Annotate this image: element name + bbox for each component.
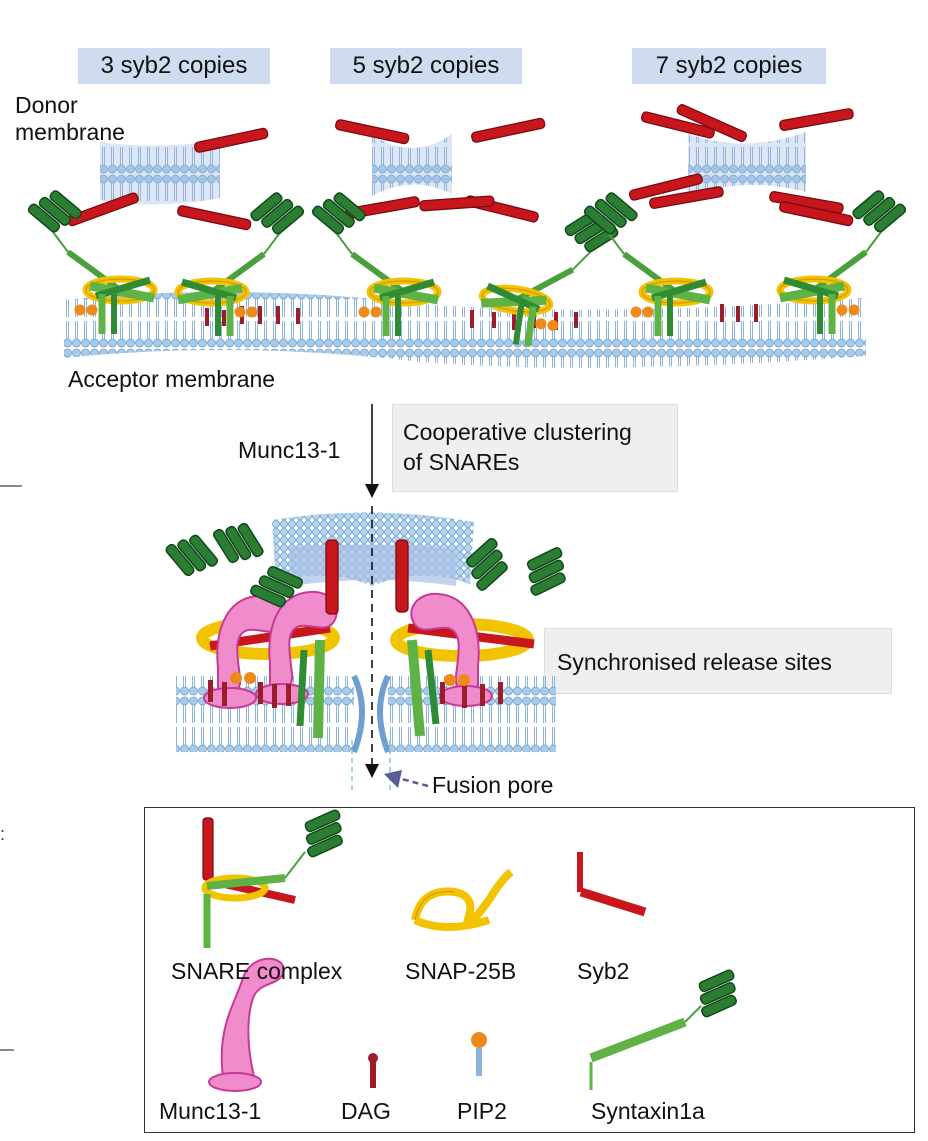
munc13-process-label: Munc13-1 <box>238 437 341 463</box>
donor-patch-3 <box>628 102 855 227</box>
legend-dag-label: DAG <box>341 1098 391 1124</box>
legend-box: SNARE complex SNAP-25B Syb2 Munc13-1 DAG… <box>144 807 915 1133</box>
legend-syntaxin-label: Syntaxin1a <box>591 1098 705 1124</box>
legend-pip2-label: PIP2 <box>457 1098 507 1124</box>
fusion-diagram <box>163 506 575 790</box>
legend-dag-icon <box>368 1053 378 1088</box>
edge-glyph: : <box>0 824 5 844</box>
legend-syb2-label: Syb2 <box>577 958 630 984</box>
cooperative-clustering-box: Cooperative clustering of SNAREs <box>392 404 678 492</box>
legend-pip2-icon <box>471 1032 487 1076</box>
legend-snare-complex-label: SNARE complex <box>171 958 343 984</box>
copies-label-5: 5 syb2 copies <box>330 48 522 84</box>
acceptor-membrane-label: Acceptor membrane <box>68 366 276 392</box>
legend-snap25b-label: SNAP-25B <box>405 958 517 984</box>
legend-snap25b-icon <box>411 868 514 931</box>
fusion-pore-label: Fusion pore <box>432 772 554 798</box>
copies-label-7: 7 syb2 copies <box>632 48 826 84</box>
legend-syntaxin-icon <box>589 969 737 1090</box>
legend-syb2-icon <box>577 852 647 917</box>
donor-patch-2 <box>334 117 547 224</box>
donor-membrane-label: Donor membrane <box>15 92 125 145</box>
legend-munc13-label: Munc13-1 <box>159 1098 262 1124</box>
legend-icons <box>201 809 737 1092</box>
legend-munc13-icon <box>208 957 285 1092</box>
process-arrow <box>365 404 379 498</box>
synchronised-release-box: Synchronised release sites <box>544 628 892 694</box>
legend-snare-complex-icon <box>201 809 343 948</box>
copies-label-3: 3 syb2 copies <box>78 48 270 84</box>
fusion-pore-arrow <box>384 770 429 788</box>
donor-patch-1 <box>65 127 270 231</box>
